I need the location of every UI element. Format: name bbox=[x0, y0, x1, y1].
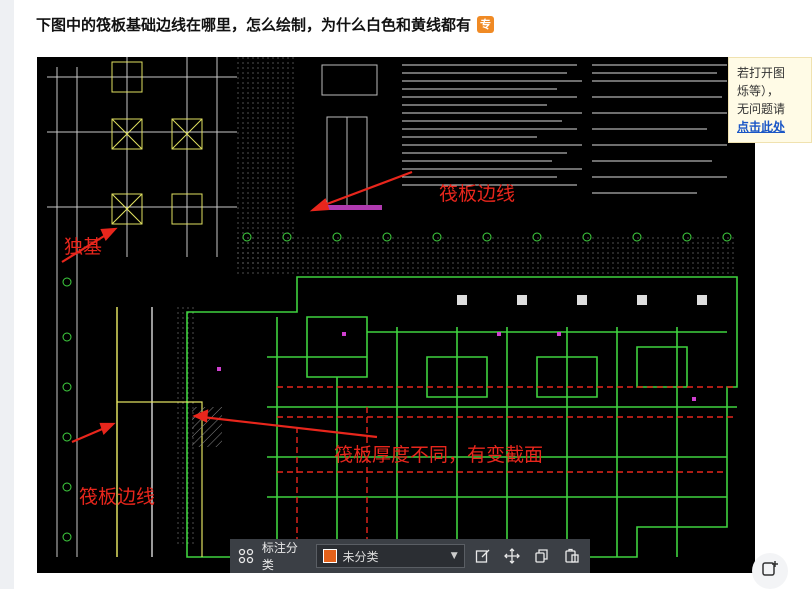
tip-line-3: 无问题请 bbox=[737, 102, 786, 116]
category-select-value: 未分类 bbox=[342, 549, 379, 564]
annotation-raft-edge-left: 筏板边线 bbox=[79, 486, 156, 508]
isolated-footings bbox=[111, 61, 203, 225]
tip-line-1: 若打开图 bbox=[737, 66, 786, 80]
badge-icon: 专 bbox=[477, 16, 495, 33]
drawing-notes bbox=[402, 64, 727, 194]
question-title-text: 下图中的筏板基础边线在哪里，怎么绘制，为什么白色和黄线都有 bbox=[36, 16, 472, 34]
add-note-fab[interactable] bbox=[752, 553, 788, 589]
magenta-markers bbox=[217, 332, 696, 401]
edit-icon[interactable] bbox=[471, 544, 495, 568]
floating-tip-panel: 若打开图 烁等）， 无问题请 点击此处 bbox=[728, 57, 812, 143]
annotation-toolbar: 标注分类 未分类 ▼ bbox=[230, 539, 590, 573]
columns bbox=[457, 295, 707, 305]
left-sidebar-strip bbox=[0, 0, 14, 589]
category-select[interactable]: 未分类 ▼ bbox=[315, 544, 465, 568]
cad-drawing-svg bbox=[47, 57, 738, 558]
paste-icon[interactable] bbox=[560, 544, 584, 568]
section-detail bbox=[321, 64, 378, 208]
move-icon[interactable] bbox=[500, 544, 524, 568]
tip-line-2: 烁等）， bbox=[737, 84, 780, 98]
cad-drawing-image[interactable]: 筏板边线 独基 筏板厚度不同，有变截面 筏板边线 bbox=[37, 57, 755, 573]
copy-icon[interactable] bbox=[530, 544, 554, 568]
toolbar-label: 标注分类 bbox=[261, 541, 298, 572]
red-annotation-arrows bbox=[61, 170, 413, 444]
annotation-raft-edge-top: 筏板边线 bbox=[439, 183, 516, 205]
tip-link[interactable]: 点击此处 bbox=[737, 120, 786, 134]
category-color-swatch bbox=[322, 549, 337, 563]
magenta-detail-bar bbox=[327, 205, 382, 210]
footing-grid bbox=[47, 57, 237, 557]
grid-icon[interactable] bbox=[236, 546, 256, 566]
annotation-thickness-note: 筏板厚度不同，有变截面 bbox=[334, 444, 544, 466]
axis-bubbles-top bbox=[62, 232, 732, 542]
red-dashed-lines bbox=[277, 386, 737, 557]
raft-edge-band-vertical bbox=[237, 57, 297, 267]
raft-edge-band-horizontal bbox=[237, 237, 737, 277]
add-note-icon bbox=[761, 560, 779, 582]
annotation-isolated-footing: 独基 bbox=[64, 236, 103, 258]
raft-edge-yellow-step bbox=[117, 401, 203, 557]
raft-edge-band-left bbox=[177, 307, 195, 547]
chevron-down-icon: ▼ bbox=[450, 551, 458, 561]
question-title: 下图中的筏板基础边线在哪里，怎么绘制，为什么白色和黄线都有 专 bbox=[36, 14, 495, 35]
